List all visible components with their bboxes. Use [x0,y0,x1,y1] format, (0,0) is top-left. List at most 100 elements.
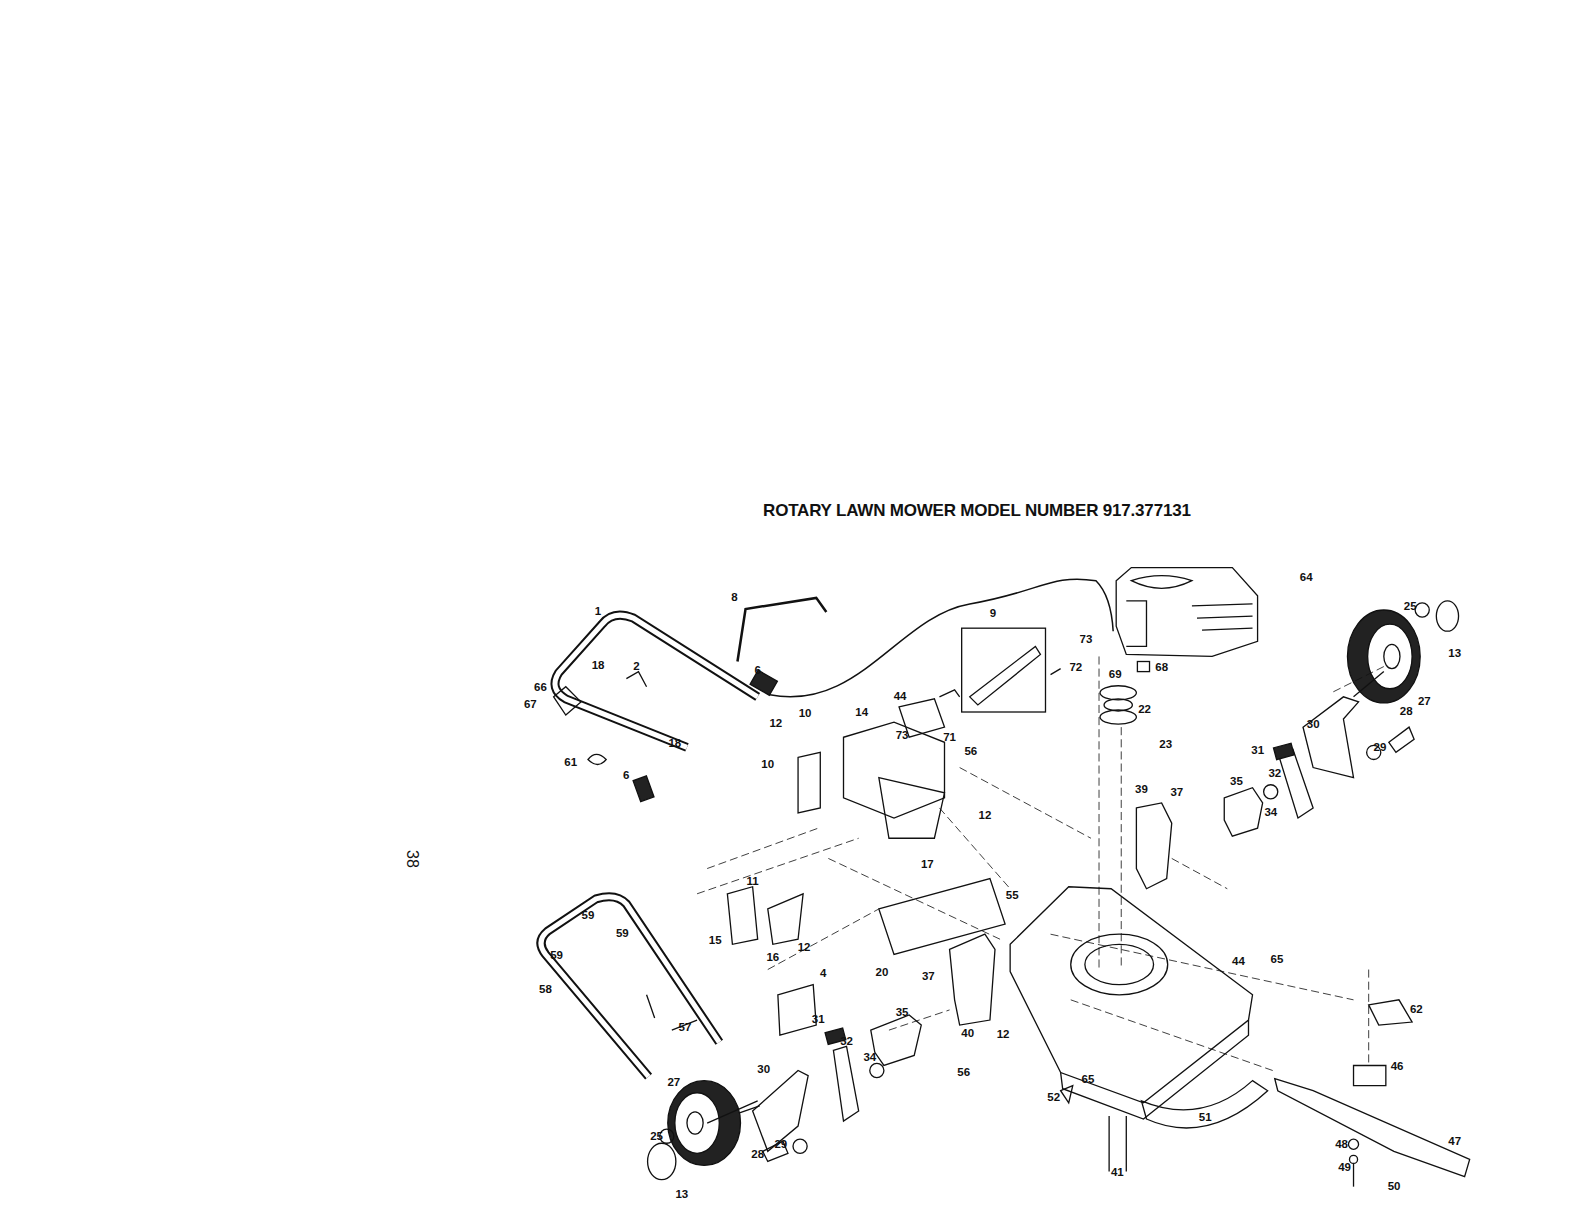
callout-number: 56 [957,1067,970,1079]
wheel [675,1093,719,1154]
bracket [778,985,816,1035]
engine [1131,576,1192,589]
callout-number: 14 [855,707,868,719]
callout-number: 31 [812,1015,825,1027]
bracket [768,894,803,944]
axle-lever [1264,785,1278,799]
callout-number: 51 [1199,1113,1212,1125]
mower-deck [1071,934,1168,995]
upper-handle [555,615,758,747]
lower-handle [541,897,719,1077]
callout-number: 18 [668,738,681,750]
height-plate [1224,788,1262,836]
callout-number: 65 [1082,1074,1095,1086]
callout-number: 49 [1338,1162,1351,1174]
lower-handle [541,897,719,1077]
callout-number: 13 [1448,648,1461,660]
mower-deck [1061,1020,1249,1119]
wheel [668,1081,741,1166]
assembly-line [697,656,1384,1070]
callout-number: 10 [799,708,812,720]
callout-number: 61 [564,757,577,769]
callout-number: 67 [524,699,537,711]
page-number: 38 [404,850,420,868]
callout-number: 56 [964,746,977,758]
callout-number: 30 [757,1064,770,1076]
axle-lever [870,1063,884,1077]
wheel [1415,603,1429,617]
callout-number: 41 [1111,1167,1124,1179]
callout-number: 32 [1268,768,1281,780]
engine [1116,568,1257,657]
height-plate [871,1015,921,1065]
baffle [1141,1081,1267,1128]
callout-number: 29 [1374,742,1387,754]
upper-handle [633,776,654,802]
assembly-line [768,909,950,1030]
callout-number: 52 [1047,1092,1060,1104]
callout-number: 25 [650,1132,663,1144]
callout-number: 44 [1232,956,1245,968]
callout-number: 12 [798,942,811,954]
callout-number: 25 [1404,601,1417,613]
blade [1275,1079,1470,1177]
callout-number: 59 [616,929,629,941]
axle-lever [707,1101,760,1123]
engine [1126,601,1146,646]
callout-number: 6 [754,665,760,677]
mower-deck [1010,887,1252,1119]
callout-number: 28 [751,1149,764,1161]
callout-number: 27 [1418,696,1431,708]
callout-number: 28 [1400,706,1413,718]
callout-number: 71 [943,733,956,745]
callout-number: 34 [1264,807,1277,819]
fastener [1348,1139,1358,1149]
callout-number: 18 [592,660,605,672]
control-cable [770,579,1113,697]
fastener [1061,1086,1359,1187]
callout-number: 68 [1155,662,1168,674]
fastener [1353,1163,1354,1186]
callout-number: 39 [1135,784,1148,796]
part-box [970,646,1041,705]
callout-number: 40 [961,1029,974,1041]
assembly-line [939,768,1227,889]
assembly-line [1368,970,1369,1066]
callout-number: 15 [709,935,722,947]
axle-lever [1389,727,1414,752]
part-box [962,628,1046,712]
callout-number: 12 [769,719,782,731]
axle-lever [1354,672,1384,697]
callout-number: 62 [1410,1004,1423,1016]
callout-number: 30 [1307,720,1320,732]
callout-number: 47 [1448,1136,1461,1148]
wheel [1347,610,1420,703]
pulley [1100,710,1136,724]
diagram-title: ROTARY LAWN MOWER MODEL NUMBER 917.37713… [763,502,1191,519]
axle-lever [1278,749,1313,818]
assembly-line [1051,934,1354,1070]
callout-number: 59 [582,911,595,923]
callout-number: 12 [979,810,992,822]
axle-lever [833,1046,858,1121]
wheel [648,601,1459,1180]
callout-number: 17 [921,859,934,871]
assembly-line [1121,727,1122,969]
callout-number: 10 [761,759,774,771]
assembly-line [1333,667,1383,692]
callout-number: 55 [1006,890,1019,902]
callout-number: 13 [675,1189,688,1201]
callout-number: 50 [1388,1181,1401,1193]
part-outline [541,568,1470,1187]
callout-number: 46 [1391,1061,1404,1073]
callout-number: 4 [820,968,826,980]
pulley [1104,699,1132,711]
engine [1137,662,1149,672]
mower-deck [1010,887,1252,1103]
small-part [939,669,1060,697]
callout-number: 72 [1069,662,1082,674]
callout-number: 58 [539,984,552,996]
callout-number: 8 [731,592,737,604]
